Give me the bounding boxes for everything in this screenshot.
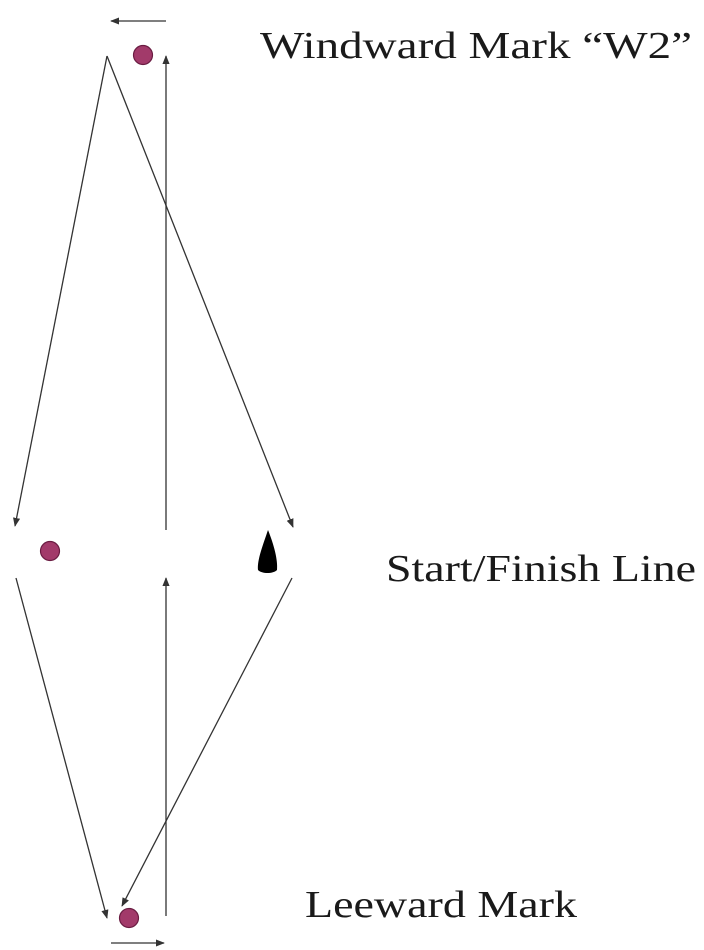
leg-windward-to-committee-boat [106,55,294,528]
leeward-mark-label: Leeward Mark [305,884,577,926]
start-finish-line-label: Start/Finish Line [386,548,696,590]
course-legs [13,17,294,947]
leg-committee-boat-to-leeward [121,577,293,907]
windward-mark-label: Windward Mark “W2” [260,25,692,67]
leg-windward-to-port-start [13,55,108,527]
committee-boat-icon [257,530,278,573]
leg-port-start-to-leeward [15,577,109,919]
start-pin-mark-icon [39,540,61,562]
leeward-mark-icon [118,907,140,929]
windward-mark-icon [132,44,154,66]
